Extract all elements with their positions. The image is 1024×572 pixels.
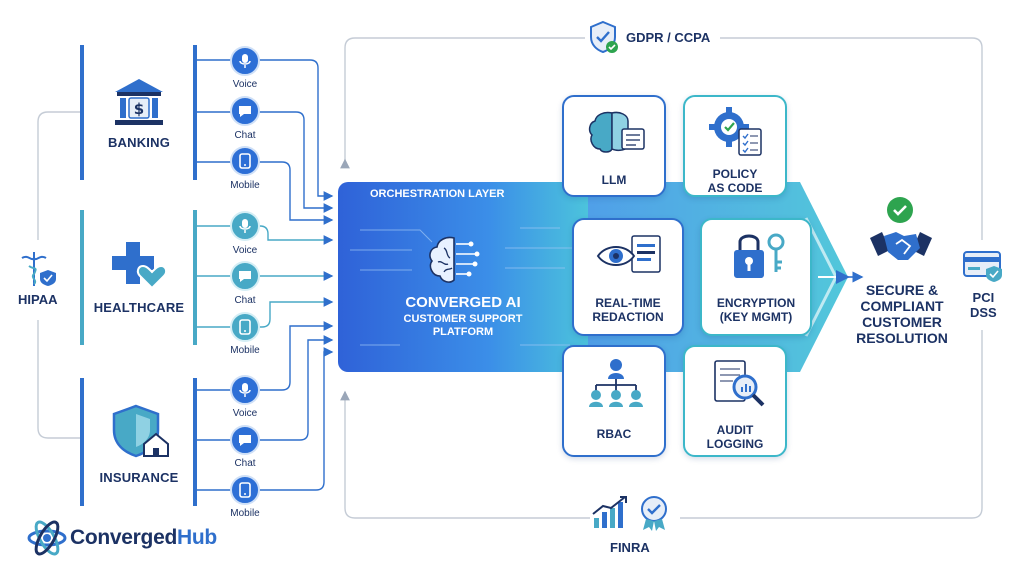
certified-badge-icon [636, 494, 672, 537]
llm-card: LLM [562, 95, 666, 197]
hipaa-label: HIPAA [18, 292, 58, 307]
channel-label: Voice [232, 245, 258, 256]
shield-home-icon [112, 404, 172, 465]
credit-card-icon [962, 248, 1006, 289]
handshake-icon [868, 224, 934, 273]
redaction-label: REAL-TIME REDACTION [592, 296, 664, 324]
caduceus-icon [18, 248, 60, 293]
rbac-label: RBAC [596, 427, 632, 441]
channel-label: Chat [234, 458, 256, 469]
svg-text:$: $ [134, 100, 144, 118]
brand-wordmark: ConvergedHub [70, 526, 217, 550]
policy-label: POLICY AS CODE [707, 167, 763, 195]
channel-label: Mobile [230, 508, 260, 519]
platform-subtitle: CUSTOMER SUPPORT PLATFORM [403, 313, 523, 338]
gdpr-ccpa-label: GDPR / CCPA [626, 30, 711, 45]
channel-label: Voice [232, 408, 258, 419]
chat-bubble-icon [230, 96, 260, 126]
microphone-icon [230, 46, 260, 76]
audit-logging-card: AUDIT LOGGING [683, 345, 787, 457]
magnifier-report-icon [711, 357, 771, 416]
encryption-card: ENCRYPTION (KEY MGMT) [700, 218, 812, 336]
microphone-icon [230, 211, 260, 241]
audit-label: AUDIT LOGGING [706, 423, 764, 451]
eye-document-icon [596, 232, 666, 285]
chat-bubble-icon [230, 261, 260, 291]
encryption-label: ENCRYPTION (KEY MGMT) [716, 296, 796, 324]
llm-label: LLM [601, 173, 627, 187]
lock-key-icon [730, 230, 790, 287]
growth-chart-icon [590, 494, 630, 535]
industry-label-insurance: INSURANCE [99, 470, 179, 485]
mobile-phone-icon [230, 146, 260, 176]
channel-label: Mobile [230, 180, 260, 191]
atom-logo-icon [26, 518, 68, 563]
channel-label: Mobile [230, 345, 260, 356]
gear-checklist-icon [707, 105, 767, 164]
real-time-redaction-card: REAL-TIME REDACTION [572, 218, 684, 336]
channel-label: Chat [234, 295, 256, 306]
check-circle-icon [886, 196, 914, 229]
mobile-phone-icon [230, 312, 260, 342]
ai-brain-icon [424, 232, 488, 293]
health-cross-heart-icon [110, 238, 170, 299]
orchestration-layer-label: ORCHESTRATION LAYER [370, 188, 505, 200]
industry-label-banking: BANKING [107, 135, 171, 150]
rbac-card: RBAC [562, 345, 666, 457]
channel-label: Voice [232, 79, 258, 90]
brand-name-accent: Hub [177, 526, 217, 549]
industry-label-healthcare: HEALTHCARE [93, 300, 185, 315]
pci-dss-label: PCI DSS [970, 290, 997, 320]
policy-as-code-card: POLICY AS CODE [683, 95, 787, 197]
brain-document-icon [586, 107, 648, 160]
mobile-phone-icon [230, 475, 260, 505]
chat-bubble-icon [230, 425, 260, 455]
finra-label: FINRA [610, 540, 650, 555]
microphone-icon [230, 375, 260, 405]
brand-name-primary: Converged [70, 526, 177, 549]
shield-check-icon [588, 20, 618, 59]
org-hierarchy-icon [584, 357, 648, 416]
outcome-title: SECURE & COMPLIANT CUSTOMER RESOLUTION [856, 282, 948, 346]
channel-label: Chat [234, 130, 256, 141]
platform-title: CONVERGED AI [405, 294, 521, 311]
bank-icon: $ [112, 76, 166, 133]
